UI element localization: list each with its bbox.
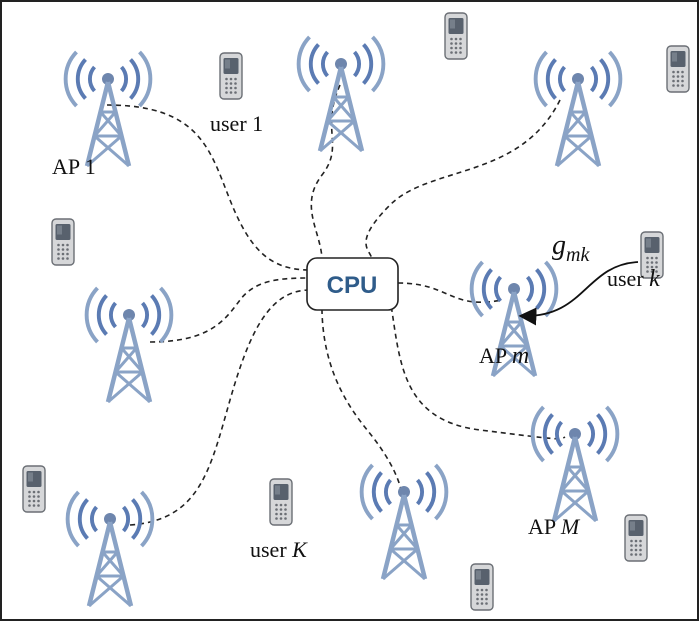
phone-icon-bottom-right	[624, 514, 648, 562]
phone-icon-bottom	[470, 563, 494, 611]
user-K-phone-icon	[269, 478, 293, 526]
label-ap-m-prefix: AP	[479, 343, 512, 368]
phone-icon-left	[51, 218, 75, 266]
link-ap-bottom-left	[129, 289, 311, 526]
cpu-box: CPU	[306, 257, 399, 311]
label-channel-gmk: gmk	[552, 230, 590, 266]
link-ap-top-right	[365, 99, 561, 261]
phone-icon-bottom-left	[22, 465, 46, 513]
phone-icon-top-right	[666, 45, 690, 93]
label-user-K-var: K	[291, 537, 308, 562]
label-ap-m: AP m	[479, 343, 529, 369]
label-user-K-prefix: user	[250, 537, 292, 562]
label-ap-M: AP M	[528, 514, 581, 539]
phone-icon-top	[444, 12, 468, 60]
label-channel-subscript: mk	[566, 244, 590, 266]
label-ap-M-prefix: AP	[528, 514, 561, 539]
label-ap-M-var: M	[560, 514, 581, 539]
user-1-phone-icon	[219, 52, 243, 100]
label-user-k-prefix: user	[607, 266, 649, 291]
label-ap-1: AP 1	[52, 154, 96, 179]
label-user-k: user k	[607, 266, 660, 292]
label-user-k-var: k	[649, 266, 660, 292]
channel-arrow	[518, 261, 639, 326]
label-channel-g: g	[552, 230, 566, 261]
label-user-K: user K	[250, 537, 308, 562]
link-ap-left	[149, 277, 309, 343]
label-user-1: user 1	[210, 111, 263, 136]
cpu-box-frame	[306, 257, 399, 311]
link-ap-top-center	[310, 84, 341, 259]
label-ap-m-var: m	[512, 343, 529, 369]
cpu-label: CPU	[327, 272, 378, 299]
